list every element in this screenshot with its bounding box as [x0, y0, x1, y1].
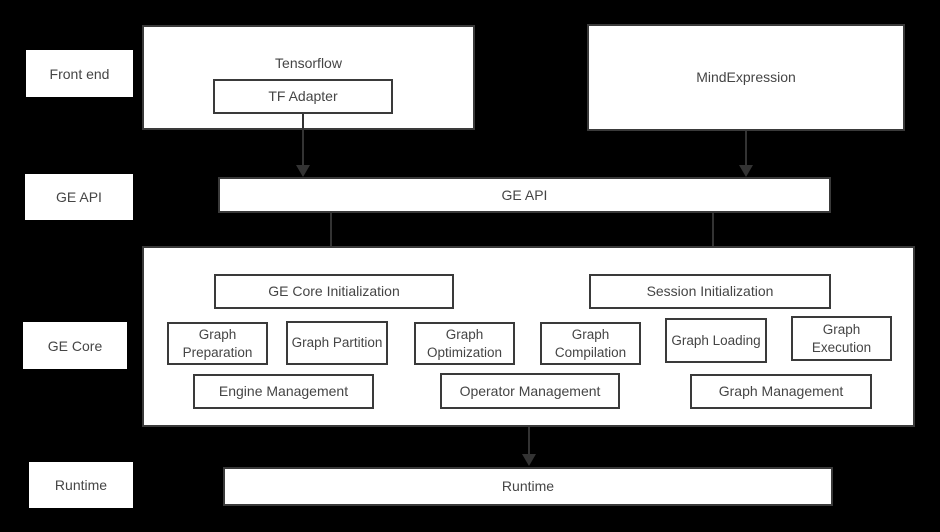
operator-management-box: Operator Management — [440, 373, 620, 409]
arrow-ge-core-to-runtime — [522, 427, 536, 466]
engine-management-box: Engine Management — [193, 374, 374, 409]
graph-compilation-box: Graph Compilation — [540, 322, 641, 365]
mind-expression-box: MindExpression — [587, 24, 905, 131]
tensorflow-box: Tensorflow — [142, 25, 475, 130]
tf-adapter-box: TF Adapter — [213, 79, 393, 114]
tensorflow-label: Tensorflow — [275, 55, 342, 71]
arrow-tf-adapter-to-ge-api — [296, 114, 310, 177]
ge-core-initialization-box: GE Core Initialization — [214, 274, 454, 309]
side-label-ge-api: GE API — [25, 174, 133, 220]
side-label-front-end: Front end — [26, 50, 133, 97]
graph-management-box: Graph Management — [690, 374, 872, 409]
arrow-mind-expression-to-ge-api — [739, 131, 753, 177]
side-label-ge-core: GE Core — [23, 322, 127, 369]
graph-execution-box: Graph Execution — [791, 316, 892, 361]
runtime-bar: Runtime — [223, 467, 833, 506]
graph-loading-box: Graph Loading — [665, 318, 767, 363]
ge-api-bar: GE API — [218, 177, 831, 213]
side-label-runtime: Runtime — [29, 462, 133, 508]
session-initialization-box: Session Initialization — [589, 274, 831, 309]
graph-preparation-box: Graph Preparation — [167, 322, 268, 365]
graph-optimization-box: Graph Optimization — [414, 322, 515, 365]
graph-partition-box: Graph Partition — [286, 321, 388, 365]
